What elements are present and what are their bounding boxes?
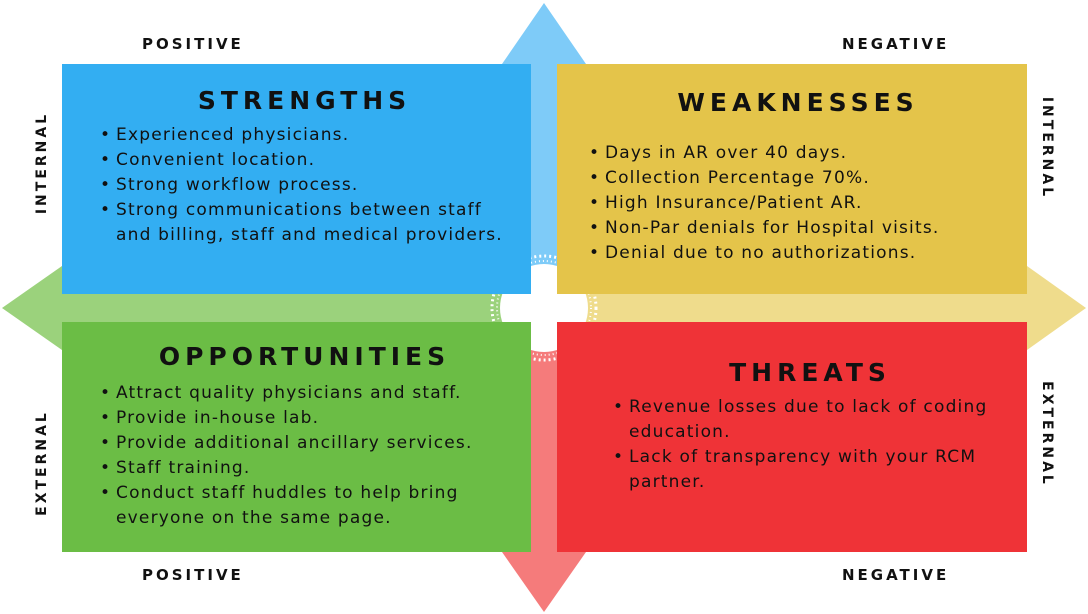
label-bottom-right-negative: NEGATIVE bbox=[842, 566, 950, 584]
opportunities-quadrant: OPPORTUNITIES Attract quality physicians… bbox=[62, 322, 531, 552]
weaknesses-title: WEAKNESSES bbox=[677, 88, 919, 117]
arrow-left bbox=[2, 266, 62, 350]
list-item: Staff training. bbox=[98, 456, 511, 481]
list-item: Non-Par denials for Hospital visits. bbox=[587, 216, 1009, 241]
threats-list: Revenue losses due to lack of coding edu… bbox=[611, 395, 1009, 495]
label-top-left-positive: POSITIVE bbox=[142, 35, 244, 53]
strengths-title: STRENGTHS bbox=[197, 86, 412, 115]
list-item: Strong communications between staff and … bbox=[98, 198, 511, 248]
label-left-internal: INTERNAL bbox=[34, 111, 50, 215]
label-top-right-negative: NEGATIVE bbox=[842, 35, 950, 53]
opportunities-title: OPPORTUNITIES bbox=[158, 342, 451, 371]
strengths-list: Experienced physicians. Convenient locat… bbox=[98, 123, 511, 248]
arrow-down bbox=[502, 552, 586, 612]
list-item: Days in AR over 40 days. bbox=[587, 141, 1009, 166]
arrow-right bbox=[1027, 266, 1086, 350]
list-item: Strong workflow process. bbox=[98, 173, 511, 198]
arrow-left-shaft bbox=[60, 294, 544, 322]
strengths-quadrant: STRENGTHS Experienced physicians. Conven… bbox=[62, 64, 531, 294]
weaknesses-list: Days in AR over 40 days. Collection Perc… bbox=[587, 141, 1009, 266]
list-item: Revenue losses due to lack of coding edu… bbox=[611, 395, 1009, 445]
list-item: High Insurance/Patient AR. bbox=[587, 191, 1009, 216]
list-item: Conduct staff huddles to help bring ever… bbox=[98, 481, 511, 531]
threats-title: THREATS bbox=[729, 358, 891, 387]
label-right-internal: INTERNAL bbox=[1039, 96, 1055, 200]
opportunities-list: Attract quality physicians and staff. Pr… bbox=[98, 381, 511, 531]
weaknesses-quadrant: WEAKNESSES Days in AR over 40 days. Coll… bbox=[557, 64, 1027, 294]
arrow-up bbox=[502, 3, 586, 64]
threats-quadrant: THREATS Revenue losses due to lack of co… bbox=[557, 322, 1027, 552]
list-item: Collection Percentage 70%. bbox=[587, 166, 1009, 191]
label-left-external: EXTERNAL bbox=[34, 410, 50, 516]
list-item: Experienced physicians. bbox=[98, 123, 511, 148]
arrow-right-shaft bbox=[544, 294, 1029, 322]
list-item: Provide additional ancillary services. bbox=[98, 431, 511, 456]
list-item: Convenient location. bbox=[98, 148, 511, 173]
list-item: Attract quality physicians and staff. bbox=[98, 381, 511, 406]
label-bottom-left-positive: POSITIVE bbox=[142, 566, 244, 584]
list-item: Provide in-house lab. bbox=[98, 406, 511, 431]
list-item: Lack of transparency with your RCM partn… bbox=[611, 445, 1009, 495]
label-right-external: EXTERNAL bbox=[1039, 381, 1055, 487]
list-item: Denial due to no authorizations. bbox=[587, 241, 1009, 266]
